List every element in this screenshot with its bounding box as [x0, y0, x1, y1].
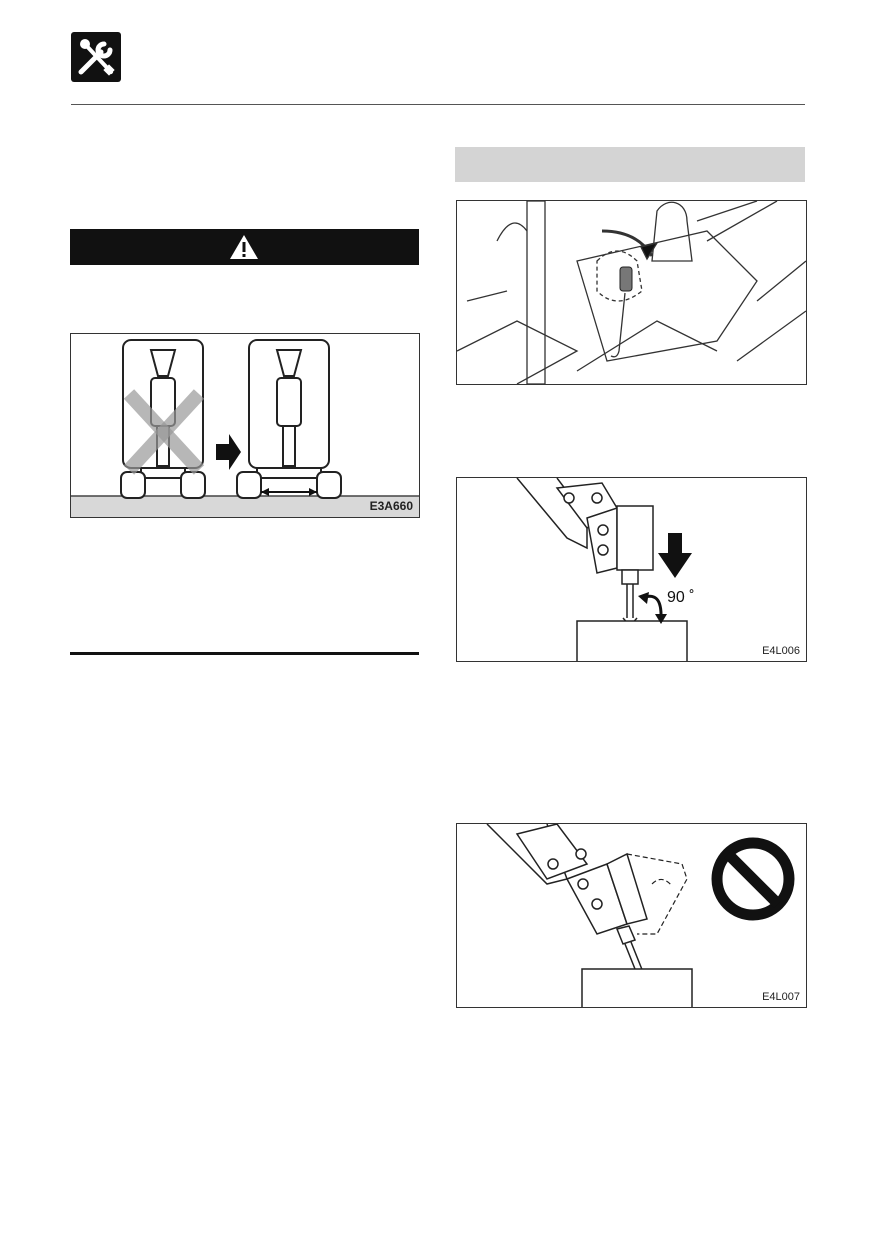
angle-label: 90 ˚ [667, 589, 695, 606]
figure-control-lever [456, 200, 807, 385]
warning-triangle-icon [230, 235, 258, 259]
header-rule [71, 104, 805, 105]
figure-breaker-correct: 90 ˚ E4L006 [456, 477, 807, 662]
figure-track-width: E3A660 [70, 333, 420, 518]
section-header-bar [455, 147, 805, 182]
section-divider [70, 652, 419, 655]
figure-code: E4L007 [762, 991, 800, 1003]
header-tools-icon [71, 32, 121, 82]
track-width-arrow-icon [261, 488, 317, 496]
figure-breaker-incorrect: E4L007 [456, 823, 807, 1008]
prohibited-icon [711, 837, 795, 921]
figure-code: E3A660 [369, 499, 413, 513]
figure-code: E4L006 [762, 645, 800, 657]
warning-banner [70, 229, 419, 265]
